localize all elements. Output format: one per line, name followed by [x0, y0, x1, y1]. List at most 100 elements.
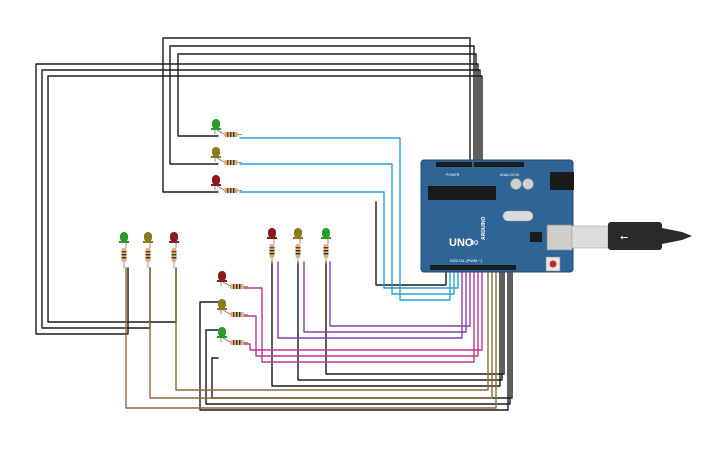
ground-wire-7	[199, 271, 509, 411]
bottom-red-led-band-1	[236, 284, 238, 289]
top-red-led-led-leg-2	[216, 185, 225, 191]
capacitor-1	[510, 178, 522, 190]
top-red-led-band-2	[233, 188, 235, 193]
bottom-red-led-led-body	[218, 271, 226, 281]
analog-header	[474, 162, 524, 167]
top-red-led	[211, 175, 242, 193]
middle-red-led-led-rim	[267, 237, 277, 239]
left-red-led-led-body	[170, 232, 178, 242]
left-red-led-band-1	[171, 254, 177, 256]
top-red-led-band-1	[230, 188, 232, 193]
bottom-yellow-led-led-body	[218, 299, 226, 309]
usb-plug	[571, 225, 609, 249]
brown-wire-green-left	[125, 267, 497, 409]
ground-wire-11	[271, 261, 501, 387]
middle-red-led-band-1	[269, 250, 275, 252]
middle-red-led-led-body	[268, 228, 276, 238]
analog-label: ANALOG IN	[500, 173, 520, 177]
bottom-yellow-led	[217, 299, 248, 317]
arduino-logo-icon: ∞	[470, 235, 479, 249]
top-yellow-led-band-1	[230, 160, 232, 165]
left-red-led-band-2	[171, 257, 177, 259]
bottom-red-led-band-0	[233, 284, 235, 289]
top-yellow-led-band-0	[227, 160, 229, 165]
bottom-green-led-band-1	[236, 340, 238, 345]
top-green-led	[211, 119, 242, 137]
left-yellow-led-band-0	[145, 251, 151, 253]
power-jack	[550, 172, 574, 190]
reset-button-cap	[549, 260, 557, 268]
middle-green-led-band-1	[323, 250, 329, 252]
bottom-green-led-band-0	[233, 340, 235, 345]
magenta-wire-yellow-bottom	[239, 271, 479, 357]
left-yellow-led-led-rim	[143, 241, 153, 243]
left-green-led	[119, 232, 129, 268]
top-red-led-band-0	[227, 188, 229, 193]
ground-wire-3	[177, 53, 477, 163]
top-yellow-led-led-rim	[211, 156, 221, 158]
usb-cable-head	[608, 222, 662, 250]
crystal	[502, 210, 534, 222]
left-yellow-led-led-body	[144, 232, 152, 242]
top-yellow-led-led-leg-2	[216, 157, 225, 163]
middle-red-led-band-0	[269, 247, 275, 249]
left-red-led-led-rim	[169, 241, 179, 243]
blue-wire-yellow-top	[239, 163, 455, 295]
digital-header	[430, 265, 516, 270]
usb-cable-tail	[662, 228, 692, 244]
components	[119, 119, 331, 345]
microcontroller-chip	[428, 186, 496, 200]
left-yellow-led	[143, 232, 153, 268]
middle-yellow-led-band-0	[295, 247, 301, 249]
top-green-led-band-0	[227, 132, 229, 137]
top-green-led-led-leg-2	[216, 129, 225, 135]
middle-yellow-led-band-2	[295, 253, 301, 255]
middle-red-led-band-2	[269, 253, 275, 255]
board-brand-label: ARDUINO	[481, 217, 487, 240]
purple-wire-green-mid	[329, 261, 471, 327]
bottom-green-led-band-2	[239, 340, 241, 345]
left-green-led-led-rim	[119, 241, 129, 243]
capacitor-2	[522, 178, 534, 190]
left-yellow-led-band-2	[145, 257, 151, 259]
top-green-led-led-rim	[211, 128, 221, 130]
bottom-yellow-led-band-0	[233, 312, 235, 317]
arduino-uno-board[interactable]: UNO ∞ ARDUINO DIGITAL (PWM ~) ANALOG IN …	[420, 159, 574, 273]
ground-wire-12	[297, 261, 503, 381]
bottom-green-led	[217, 327, 248, 345]
brown-wire-yellow-left	[149, 267, 493, 399]
bottom-green-led-led-body	[218, 327, 226, 337]
left-red-led-band-0	[171, 251, 177, 253]
power-label: POWER	[446, 173, 460, 177]
left-green-led-band-1	[121, 254, 127, 256]
digital-header-label: DIGITAL (PWM ~)	[450, 258, 483, 263]
usb-icon: ⭠	[620, 232, 628, 243]
purple-wire-red-mid	[277, 261, 463, 339]
middle-yellow-led-band-1	[295, 250, 301, 252]
ground-wire-1	[162, 37, 471, 193]
bottom-green-led-led-leg-2	[222, 337, 231, 343]
brown-wire-red-left	[175, 267, 489, 391]
middle-green-led-led-rim	[321, 237, 331, 239]
bottom-red-led	[217, 271, 248, 289]
bottom-red-led-band-2	[239, 284, 241, 289]
left-red-led	[169, 232, 179, 268]
usb-port	[546, 224, 573, 251]
middle-green-led-led-body	[322, 228, 330, 238]
power-header	[436, 162, 472, 167]
bottom-yellow-led-led-leg-2	[222, 309, 231, 315]
middle-red-led	[267, 228, 277, 264]
usb-cable: ⭠	[571, 222, 692, 250]
middle-green-led	[321, 228, 331, 264]
top-red-led-led-body	[212, 175, 220, 185]
ground-wire-9	[211, 271, 513, 399]
left-green-led-band-0	[121, 251, 127, 253]
magenta-wire-green-bottom	[239, 271, 483, 351]
ground-wire-10	[375, 201, 447, 286]
top-red-led-led-rim	[211, 184, 221, 186]
black-wires	[35, 37, 513, 411]
middle-green-led-band-0	[323, 247, 329, 249]
left-yellow-led-band-1	[145, 254, 151, 256]
blue-wire-green-top	[239, 137, 451, 301]
